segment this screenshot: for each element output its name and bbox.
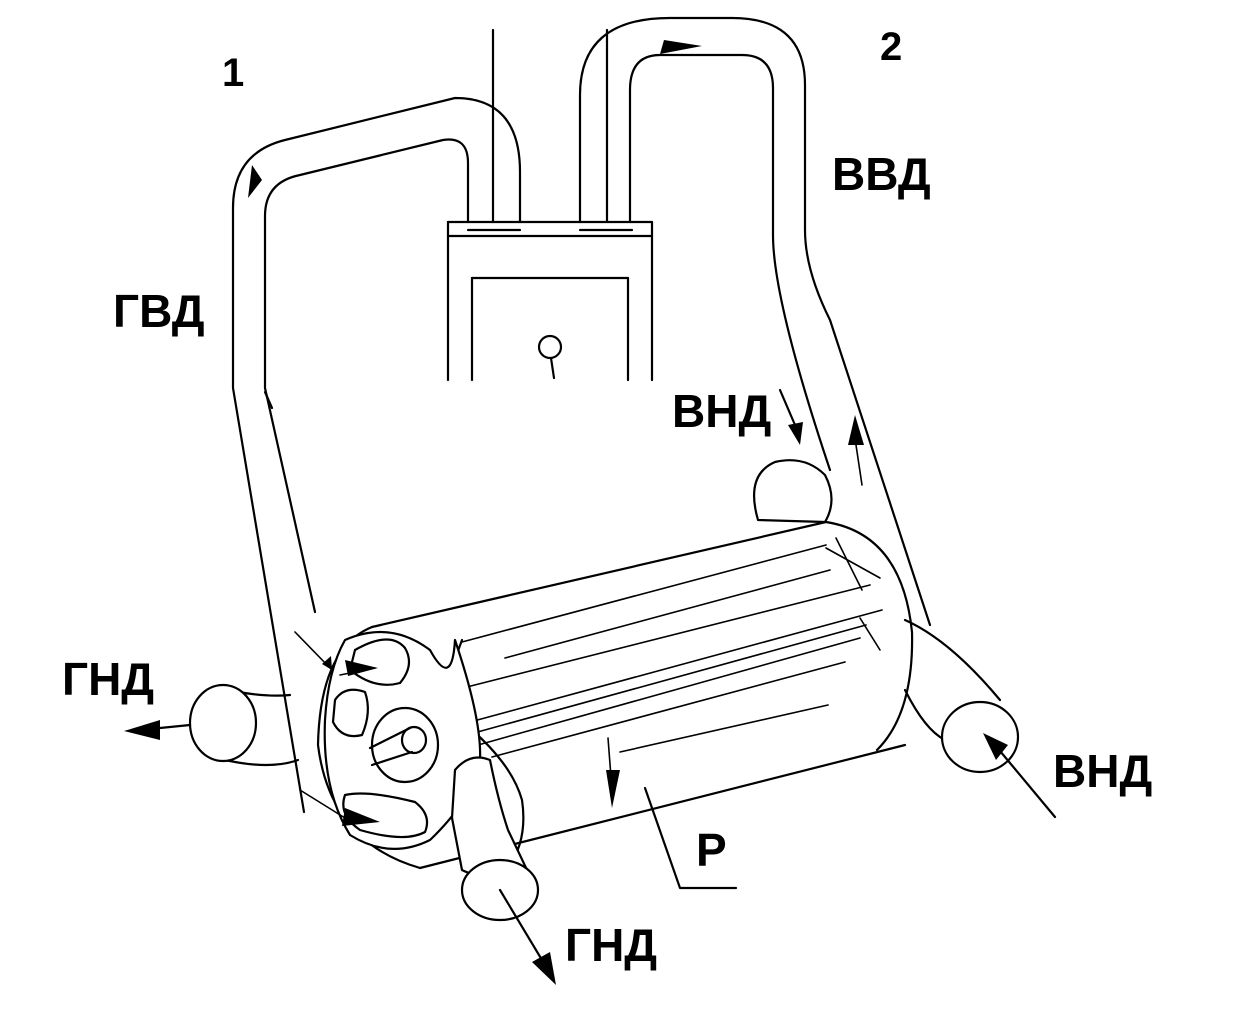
label-gvd: ГВД xyxy=(113,285,204,337)
valve-indicator xyxy=(537,334,563,380)
gnd-left-outlet xyxy=(188,683,300,767)
label-1: 1 xyxy=(222,51,244,95)
regenerator-drum xyxy=(370,520,914,870)
flow-arrows xyxy=(248,40,864,826)
leader-p xyxy=(643,786,738,890)
arrow-gnd-left xyxy=(124,720,192,740)
arrow-gnd-bottom xyxy=(498,888,556,985)
label-gnd-left: ГНД xyxy=(62,653,154,705)
arrow-vnd-right xyxy=(983,733,1057,819)
label-2: 2 xyxy=(880,25,902,69)
label-gnd-bottom: ГНД xyxy=(565,919,657,971)
label-vnd-top: ВНД xyxy=(672,385,771,437)
label-vvd: ВВД xyxy=(832,148,931,200)
arrow-vnd-top xyxy=(778,388,803,445)
drum-end-cap xyxy=(316,625,482,870)
gnd-bottom-outlet xyxy=(450,756,540,922)
duct-2-vvd xyxy=(578,16,932,627)
engine-block xyxy=(446,28,654,382)
label-p: Р xyxy=(696,824,727,876)
label-vnd-right: ВНД xyxy=(1053,745,1152,797)
duct-1-gvd xyxy=(231,96,522,814)
vnd-top-inlet xyxy=(753,459,833,524)
